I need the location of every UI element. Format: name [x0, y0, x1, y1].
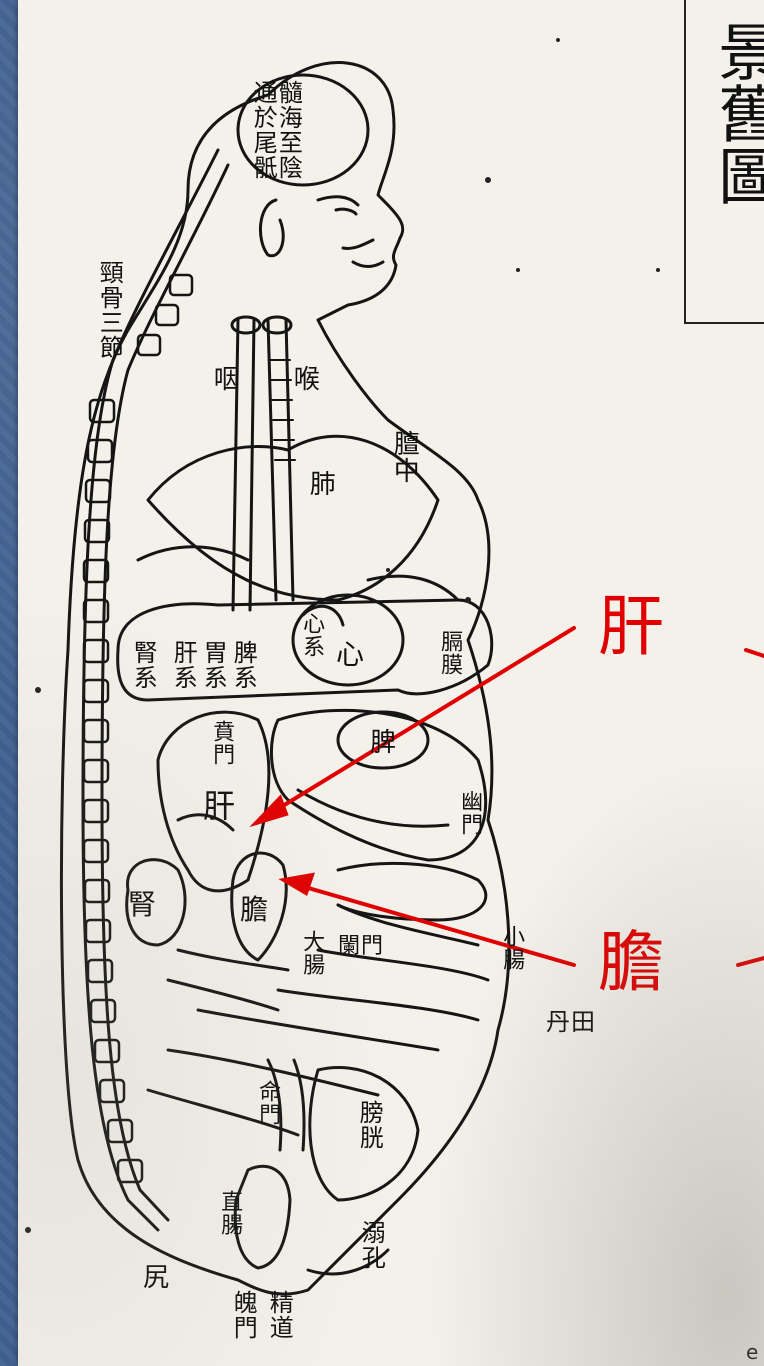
label-chest: 膻中 [390, 430, 417, 484]
label-heart: 心 [336, 640, 365, 669]
label-kidney: 腎 [128, 890, 157, 919]
label-brain: 髓海至陰通於尾骶 [250, 80, 300, 200]
annotation-gall: 膽 [598, 930, 664, 996]
label-heart-root: 心系 [300, 612, 323, 658]
label-gall: 膽 [240, 895, 269, 924]
label-mingmen: 命門 [256, 1080, 279, 1126]
label-rectum: 直腸 [218, 1190, 241, 1236]
liver-arrowhead [256, 798, 286, 823]
label-liver: 肝 [203, 790, 236, 824]
label-pylorus: 幽門 [458, 790, 481, 836]
label-anus: 尻 [143, 1265, 170, 1292]
label-cardia: 賁門 [210, 720, 233, 766]
label-pharynx: 咽 [210, 365, 237, 392]
label-dantian: 丹田 [546, 1010, 596, 1035]
page-title: 景舊圖 [708, 20, 764, 206]
label-kidney-sys: 腎系 [130, 640, 155, 690]
label-duodenum: 小腸 [500, 925, 523, 971]
label-spleen: 脾 [370, 730, 397, 757]
label-bladder: 膀胱 [356, 1100, 381, 1150]
label-throat: 喉 [290, 365, 317, 392]
intestine-coils [148, 863, 488, 1135]
annotation-liver: 肝 [598, 594, 664, 660]
label-liver-sys: 肝系 [170, 640, 195, 690]
gall-arrowhead [284, 875, 312, 893]
esophagus [233, 320, 238, 610]
label-large-int: 大腸 [300, 930, 323, 976]
label-sperm: 精道 [266, 1290, 291, 1340]
label-po-men: 魄門 [230, 1290, 255, 1340]
label-ileocecal: 闌門 [338, 935, 384, 958]
label-stomach-sys: 胃系 [200, 640, 225, 690]
label-diaphragm: 膈膜 [438, 630, 461, 676]
label-urethra: 溺孔 [358, 1220, 383, 1270]
footer-text: e [746, 1340, 758, 1364]
label-lung: 肺 [306, 470, 333, 497]
label-spleen-sys: 脾系 [230, 640, 255, 690]
label-spine: 頸骨三節 [96, 260, 121, 360]
woodblock-scan: 景舊圖 髓海至陰通於尾骶 頸骨三節 咽 喉 肺 膻中 心系 心 腎系 肝系 胃系… [18, 0, 764, 1366]
rectum-outline [235, 1166, 290, 1268]
